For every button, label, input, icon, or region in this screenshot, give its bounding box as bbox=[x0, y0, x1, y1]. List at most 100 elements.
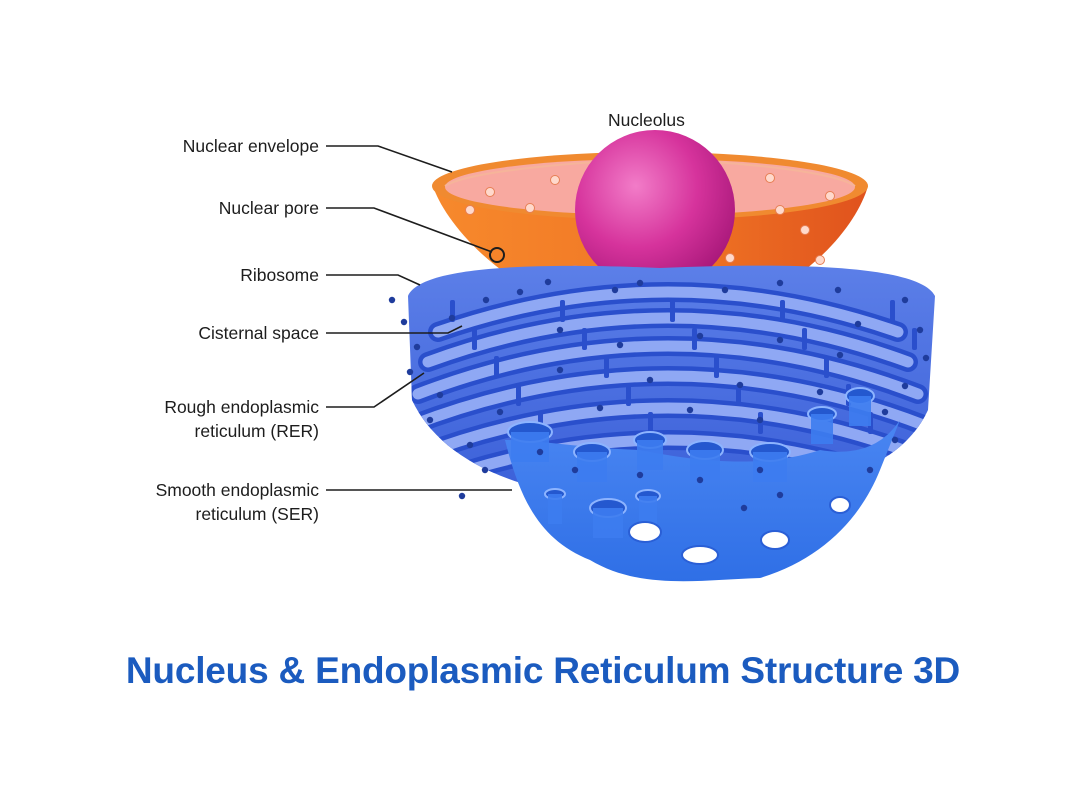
cisterna-lumen bbox=[432, 286, 904, 338]
ribosome-dot bbox=[756, 466, 764, 474]
ribosome-dot bbox=[571, 466, 579, 474]
ribosome-dot bbox=[482, 296, 490, 304]
ribosome-dot bbox=[776, 336, 784, 344]
cisterna-segment bbox=[648, 412, 653, 434]
cisterna-segment bbox=[714, 356, 719, 378]
pore-dot bbox=[550, 175, 560, 185]
pore-dot bbox=[815, 255, 825, 265]
ribosome-dot bbox=[891, 436, 899, 444]
label-rer: Rough endoplasmic reticulum (RER) bbox=[164, 395, 319, 443]
cisterna-segment bbox=[560, 300, 565, 322]
cisterna-segment bbox=[736, 384, 741, 406]
ribosome-dot bbox=[616, 341, 624, 349]
pore-dot bbox=[485, 187, 495, 197]
ser-hole bbox=[628, 521, 662, 543]
smooth-er-shape bbox=[505, 387, 900, 582]
cisterna-lumen bbox=[412, 340, 924, 400]
ser-tube-body bbox=[639, 496, 657, 526]
label-nuclear-envelope: Nuclear envelope bbox=[182, 136, 319, 156]
cisterna-lumen bbox=[408, 402, 935, 466]
ribosome-dot bbox=[776, 279, 784, 287]
label-ser-line1: Smooth endoplasmic bbox=[155, 480, 319, 500]
label-nuclear-pore: Nuclear pore bbox=[218, 198, 319, 218]
ribosome-dot bbox=[556, 326, 564, 334]
ribosome-dot bbox=[436, 391, 444, 399]
ribosome-dot bbox=[544, 278, 552, 286]
ribosome-dot bbox=[536, 448, 544, 456]
diagram-title: Nucleus & Endoplasmic Reticulum Structur… bbox=[125, 650, 961, 691]
leader-nuclear-pore bbox=[326, 207, 493, 253]
ser-hole bbox=[681, 545, 719, 565]
nuclear-pore-marker bbox=[489, 247, 505, 263]
leader-cisternal-space bbox=[326, 325, 463, 334]
ribosome-dot bbox=[776, 491, 784, 499]
ser-tube-body bbox=[548, 494, 562, 524]
label-ser-line2: reticulum (SER) bbox=[195, 504, 320, 524]
label-ribosome: Ribosome bbox=[240, 265, 319, 285]
pore-dot bbox=[825, 191, 835, 201]
ribosome-dot bbox=[866, 466, 874, 474]
ser-hole bbox=[829, 496, 851, 514]
ribosome-dot bbox=[740, 504, 748, 512]
ribosome-dot bbox=[481, 466, 489, 474]
ribosome-dots bbox=[388, 278, 930, 512]
ser-tube-body bbox=[511, 432, 549, 462]
nucleolus-sphere bbox=[575, 130, 735, 290]
ribosome-dot bbox=[756, 416, 764, 424]
ribosome-dot bbox=[466, 441, 474, 449]
cisterna-segment bbox=[692, 328, 697, 350]
label-nucleolus: Nucleolus bbox=[608, 110, 685, 130]
cisterna-segment bbox=[626, 384, 631, 406]
ribosome-dot bbox=[406, 368, 414, 376]
ribosome-dot bbox=[922, 354, 930, 362]
ribosome-dot bbox=[596, 404, 604, 412]
leader-nuclear-envelope bbox=[326, 145, 453, 173]
pore-dot bbox=[765, 173, 775, 183]
cisterna-segment bbox=[912, 328, 917, 350]
leader-lines bbox=[326, 145, 512, 491]
ribosome-dot bbox=[516, 288, 524, 296]
ribosome-dot bbox=[834, 286, 842, 294]
ribosome-dot bbox=[901, 296, 909, 304]
cisterna-segment bbox=[802, 328, 807, 350]
cisterna-segment bbox=[472, 328, 477, 350]
cisterna-segment bbox=[582, 328, 587, 350]
ser-tube-body bbox=[753, 452, 787, 482]
cisterna-segment bbox=[890, 300, 895, 322]
cisterna-lumen bbox=[422, 312, 914, 368]
label-cisternal-space: Cisternal space bbox=[198, 323, 319, 343]
ribosome-dot bbox=[901, 382, 909, 390]
ribosome-dot bbox=[816, 388, 824, 396]
ribosome-dot bbox=[556, 366, 564, 374]
ser-tube-body bbox=[849, 396, 871, 426]
ribosome-dot bbox=[646, 376, 654, 384]
ribosome-dot bbox=[736, 381, 744, 389]
leader-rer bbox=[326, 372, 425, 408]
cisterna-segment bbox=[824, 356, 829, 378]
ribosome-dot bbox=[496, 408, 504, 416]
cisterna-segment bbox=[670, 300, 675, 322]
ribosome-dot bbox=[458, 492, 466, 500]
pore-dot bbox=[775, 205, 785, 215]
leader-ribosome bbox=[326, 274, 421, 286]
pore-dot bbox=[725, 253, 735, 263]
ribosome-dot bbox=[388, 296, 396, 304]
ser-tube-body bbox=[690, 450, 720, 480]
ser-tube-body bbox=[593, 508, 623, 538]
ribosome-dot bbox=[696, 332, 704, 340]
label-rer-line2: reticulum (RER) bbox=[194, 421, 319, 441]
ribosome-dot bbox=[448, 314, 456, 322]
ribosome-dot bbox=[426, 416, 434, 424]
ribosome-dot bbox=[686, 406, 694, 414]
ribosome-dot bbox=[916, 326, 924, 334]
cisterna-segment bbox=[604, 356, 609, 378]
pore-dot bbox=[465, 205, 475, 215]
cisterna-segment bbox=[516, 384, 521, 406]
pore-dot bbox=[525, 203, 535, 213]
ribosome-dot bbox=[854, 320, 862, 328]
cisterna-segment bbox=[780, 300, 785, 322]
ribosome-dot bbox=[836, 351, 844, 359]
ribosome-dot bbox=[721, 286, 729, 294]
